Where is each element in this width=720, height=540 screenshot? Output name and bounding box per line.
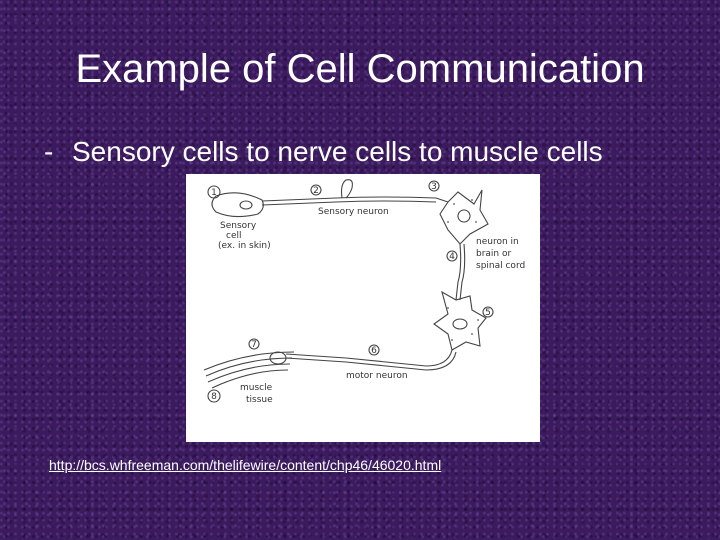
label-brain-neuron-2: brain or bbox=[476, 249, 512, 259]
step-5-number: 5 bbox=[485, 308, 491, 318]
step-7-marker bbox=[248, 338, 260, 350]
sensory-neuron-axon bbox=[261, 196, 449, 203]
step-1-marker bbox=[207, 185, 221, 199]
label-sensory-cell-2: cell bbox=[226, 231, 242, 241]
step-4-marker bbox=[446, 250, 458, 262]
step-6-number: 6 bbox=[371, 346, 377, 356]
step-8-marker bbox=[207, 389, 221, 403]
sensory-neuron-body bbox=[340, 179, 353, 199]
step-3-marker bbox=[428, 180, 440, 192]
label-brain-neuron-1: neuron in bbox=[476, 237, 519, 247]
label-motor-neuron: motor neuron bbox=[346, 371, 408, 381]
step-2-marker bbox=[310, 184, 322, 196]
step-6-marker bbox=[368, 344, 380, 356]
label-muscle-2: tissue bbox=[246, 395, 273, 405]
bullet-marker: - bbox=[44, 136, 54, 167]
source-link[interactable]: http://bcs.whfreeman.com/thelifewire/con… bbox=[49, 457, 442, 473]
step-1-number: 1 bbox=[211, 188, 217, 198]
step-7-number: 7 bbox=[251, 340, 257, 350]
diagram-drawing: 1 2 3 4 5 6 7 8 Sensory neuron Sensory c… bbox=[203, 179, 525, 405]
muscle-tissue bbox=[203, 351, 295, 371]
motor-neuron-axon bbox=[285, 349, 453, 367]
label-brain-neuron-3: spinal cord bbox=[476, 261, 525, 271]
step-2-number: 2 bbox=[313, 186, 319, 196]
bullet-point: -Sensory cells to nerve cells to muscle … bbox=[44, 134, 603, 170]
cell-communication-diagram: 1 2 3 4 5 6 7 8 Sensory neuron Sensory c… bbox=[186, 174, 540, 442]
bullet-text: Sensory cells to nerve cells to muscle c… bbox=[72, 136, 603, 167]
motor-neuron-body bbox=[433, 290, 487, 351]
slide-title: Example of Cell Communication bbox=[75, 47, 645, 91]
step-4-number: 4 bbox=[449, 252, 455, 262]
label-muscle-1: muscle bbox=[240, 383, 273, 393]
step-5-marker bbox=[482, 306, 494, 318]
label-sensory-cell-1: Sensory bbox=[220, 221, 257, 231]
sensory-cell bbox=[211, 192, 264, 218]
step-8-number: 8 bbox=[211, 392, 217, 402]
step-3-number: 3 bbox=[431, 182, 437, 192]
brain-neuron bbox=[439, 189, 489, 245]
label-sensory-neuron: Sensory neuron bbox=[318, 207, 389, 217]
label-sensory-cell-3: (ex. in skin) bbox=[218, 241, 271, 251]
